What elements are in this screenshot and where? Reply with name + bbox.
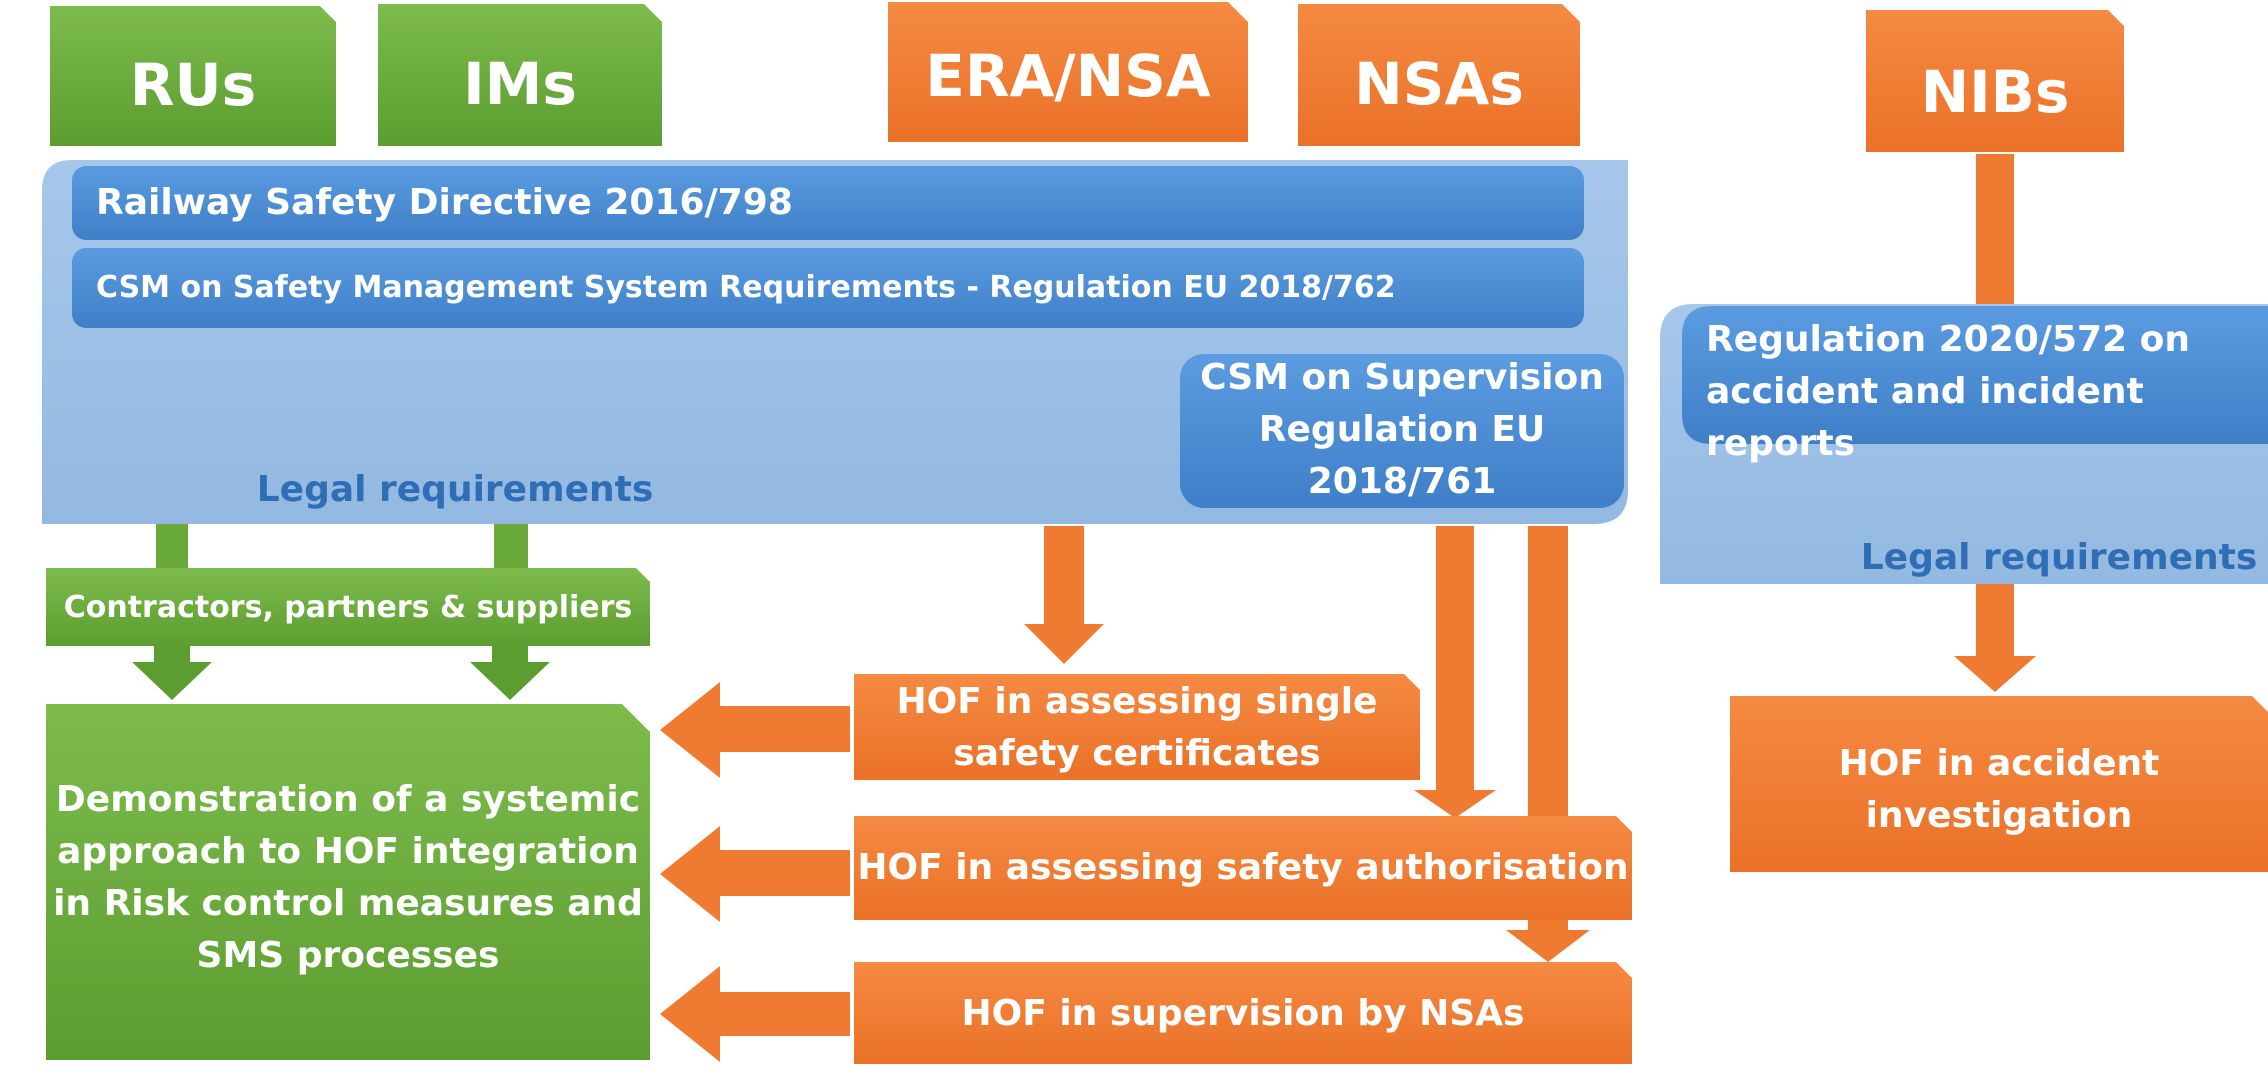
nibs-connector-stem — [1976, 154, 2014, 304]
demonstration-line-2: approach to HOF integration — [57, 830, 639, 872]
csm-supervision-label: CSM on Supervision Regulation EU 2018/76… — [1180, 350, 1624, 510]
hof-single-certificates-line-2: safety certificates — [953, 733, 1321, 774]
hof-accident-investigation-line-2: investigation — [1865, 795, 2133, 836]
legal-requirements-main-label: Legal requirements — [256, 468, 654, 510]
rus-header-label: RUs — [129, 50, 257, 119]
left-arrow-single-certificates — [660, 682, 850, 778]
nsas-down-stem-2 — [1528, 526, 1568, 816]
csm-supervision-line-1: CSM on Supervision — [1200, 356, 1604, 398]
csm-supervision-box — [1180, 354, 1624, 508]
left-arrow-supervision — [660, 966, 850, 1062]
regulation-line-2: accident and incident reports — [1706, 371, 2144, 465]
contractors-box — [46, 568, 650, 646]
csm-sms-bar — [72, 248, 1584, 328]
hof-single-certificates-label: HOF in assessing single safety certifica… — [854, 676, 1420, 780]
nsas-header-box — [1298, 4, 1580, 146]
green-arrow-left — [132, 646, 212, 700]
ims-connector-stem — [494, 524, 528, 570]
nsas-header-label: NSAs — [1354, 49, 1524, 118]
railway-safety-directive-label: Railway Safety Directive 2016/798 — [96, 181, 793, 223]
legal-requirements-nib-label: Legal requirements — [1860, 536, 2258, 578]
hof-safety-authorisation-label: HOF in assessing safety authorisation — [857, 846, 1629, 888]
nibs-header-label: NIBs — [1920, 57, 2070, 126]
nsas-down-arrow-2 — [1506, 920, 1590, 962]
demonstration-label: Demonstration of a systemic approach to … — [46, 744, 650, 1012]
green-arrow-right — [470, 646, 550, 700]
hof-single-certificates-line-1: HOF in assessing single — [896, 680, 1378, 722]
hof-supervision-box — [854, 962, 1632, 1064]
hof-safety-authorisation-box — [854, 816, 1632, 920]
regulation-line-1: Regulation 2020/572 on — [1706, 319, 2190, 360]
csm-sms-label: CSM on Safety Management System Requirem… — [96, 269, 1396, 305]
nibs-down-arrow — [1954, 584, 2036, 692]
ims-header-label: IMs — [463, 49, 577, 118]
ims-header-box — [378, 4, 662, 146]
csm-supervision-line-3: 2018/761 — [1307, 461, 1497, 503]
era-nsa-down-arrow — [1024, 526, 1104, 664]
rus-connector-stem — [156, 524, 188, 570]
nsas-down-arrow-1 — [1414, 526, 1496, 818]
hof-accident-investigation-label: HOF in accident investigation — [1730, 710, 2268, 870]
hof-supervision-label: HOF in supervision by NSAs — [961, 992, 1525, 1034]
nibs-header-box — [1866, 10, 2124, 152]
csm-supervision-line-2: Regulation EU — [1258, 408, 1546, 450]
regulation-2020-572-label: Regulation 2020/572 on accident and inci… — [1706, 314, 2268, 464]
demonstration-line-4: SMS processes — [196, 935, 500, 977]
demonstration-box — [46, 704, 650, 1060]
hof-single-certificates-box — [854, 674, 1420, 780]
era-nsa-header-box — [888, 2, 1248, 142]
left-arrow-safety-authorisation — [660, 826, 850, 922]
hof-accident-investigation-box — [1730, 696, 2268, 872]
demonstration-line-1: Demonstration of a systemic — [55, 778, 641, 820]
hof-accident-investigation-line-1: HOF in accident — [1838, 742, 2160, 784]
rus-header-box — [50, 6, 336, 146]
era-nsa-header-label: ERA/NSA — [925, 41, 1211, 110]
contractors-label: Contractors, partners & suppliers — [63, 589, 633, 625]
railway-safety-directive-bar — [72, 166, 1584, 240]
regulation-2020-572-box — [1682, 306, 2268, 444]
demonstration-line-3: in Risk control measures and — [53, 883, 643, 924]
